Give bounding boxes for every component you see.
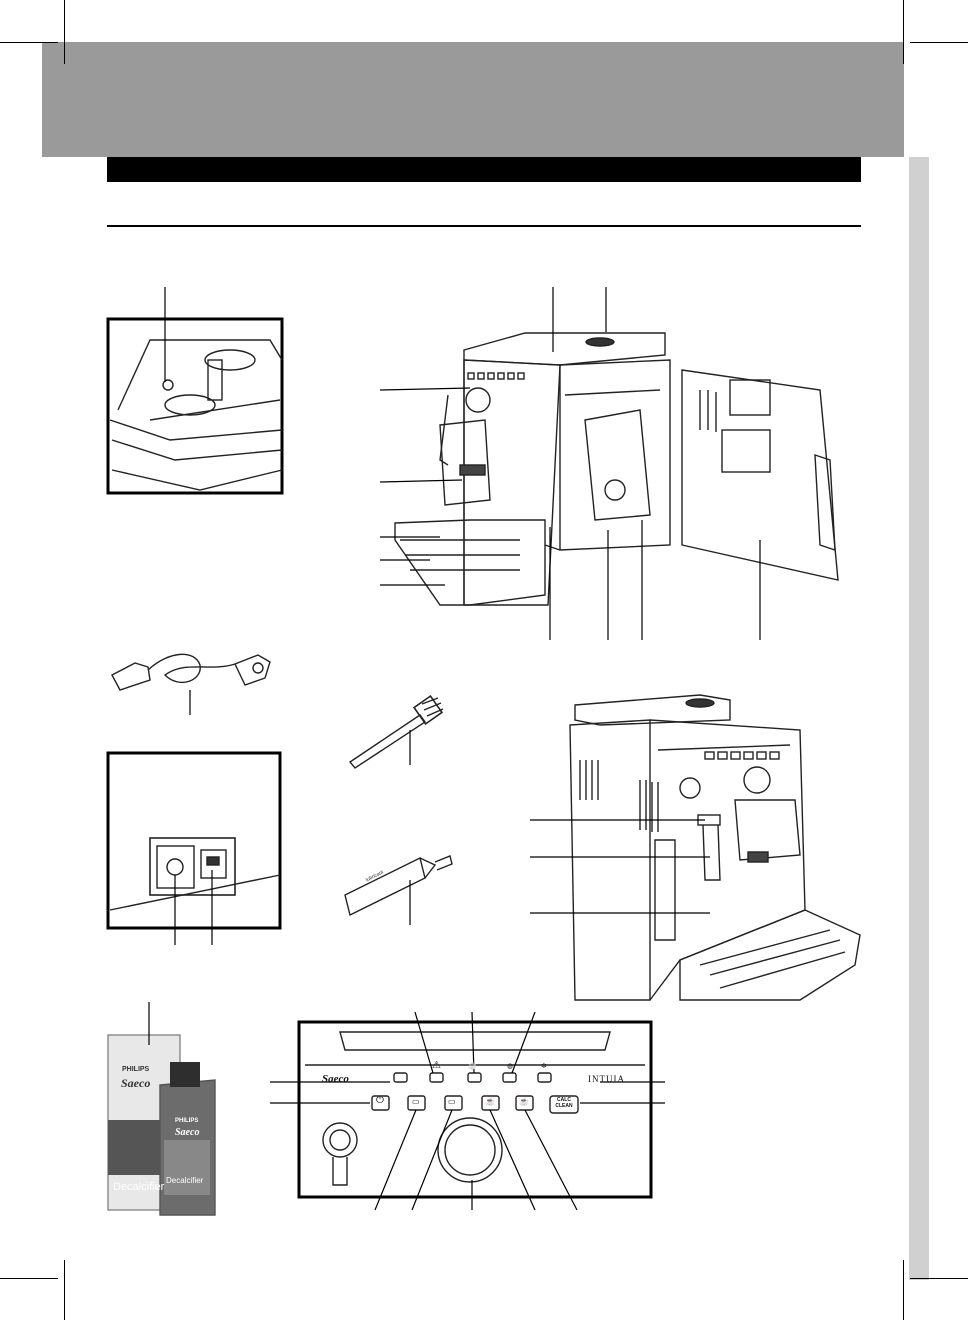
cleaning-brush-illustration — [348, 694, 444, 769]
crop-mark-tl-v — [64, 0, 65, 64]
two-cups-icon: ▭ — [448, 1097, 456, 1106]
decalcifier-photo — [107, 1002, 216, 1216]
panel-model-logo: INTUIA — [588, 1074, 625, 1084]
calc-clean-label-line2: CLEAN — [555, 1103, 573, 1109]
crop-mark-tr-h — [910, 42, 968, 43]
page-side-tab — [909, 157, 929, 1280]
espresso-icon: ☕ — [468, 1063, 477, 1070]
machine-open-door-view — [379, 287, 839, 640]
decalcifier-bottle-brand: Saeco — [175, 1127, 200, 1138]
cappuccino-icon: ☕ — [519, 1097, 529, 1106]
decalcifier-box-maker: PHILIPS — [122, 1066, 150, 1073]
one-cup-icon: ▭ — [412, 1097, 420, 1106]
decalcifier-bottle-maker: PHILIPS — [175, 1118, 199, 1124]
decalcifier-box-brand: Saeco — [121, 1076, 151, 1090]
section-rule — [107, 225, 861, 227]
power-icon: ⏻ — [376, 1095, 384, 1106]
power-cord-illustration — [111, 653, 271, 715]
calc-clean-label-line1: CALC — [557, 1097, 571, 1103]
decalcifier-box-product: Decalcifier — [113, 1181, 165, 1193]
control-panel-closeup — [270, 1011, 665, 1211]
panel-brand-logo: Saeco — [322, 1073, 349, 1085]
hopper-closeup-inset — [106, 287, 284, 495]
header-band — [42, 42, 904, 157]
crop-mark-br-h — [910, 1278, 968, 1279]
milk-icon: ◍ — [507, 1063, 514, 1070]
beans-icon: ✲ — [541, 1063, 547, 1070]
title-bar — [107, 157, 861, 182]
warning-icon: ⚠ — [432, 1060, 441, 1071]
machine-front-view — [530, 694, 861, 1001]
crop-mark-tr-v — [903, 0, 904, 64]
crop-mark-tl-h — [0, 42, 58, 43]
calc-clean-label: CALC CLEAN — [551, 1097, 577, 1109]
crop-mark-bl-h — [0, 1278, 58, 1279]
lubricant-tube-illustration — [344, 855, 453, 925]
power-switch-inset — [106, 751, 282, 945]
long-coffee-icon: ☕ — [485, 1097, 495, 1106]
crop-mark-br-v — [903, 1260, 904, 1320]
decalcifier-bottle-product: Decalcifier — [166, 1176, 204, 1185]
crop-mark-bl-v — [64, 1260, 65, 1320]
